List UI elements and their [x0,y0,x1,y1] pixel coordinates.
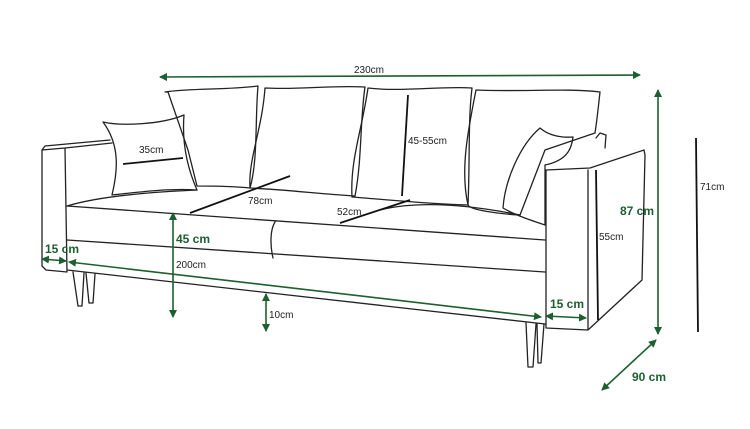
seat-cushion-label: 78cm [248,196,272,207]
back-cushion-4 [464,89,601,216]
seat-height-label: 45 cm [176,232,210,246]
seat-width-label: 200cm [176,260,206,271]
left-arm [41,139,113,273]
pillow-line [122,157,184,165]
back-cushion-2 [249,85,366,197]
leg-back-right [536,323,545,364]
leg-back-left [85,272,96,304]
right-arm-width-arrow [545,312,587,322]
back-height-line [695,137,699,333]
leg-front-left [72,271,85,307]
depth-arrow [601,339,657,391]
leg-height-label: 10cm [269,310,293,321]
arm-height-line [595,169,599,321]
seat-cushions [66,189,546,325]
width-label: 230cm [354,65,384,76]
height-label: 87 cm [620,204,654,218]
right-arm-width-label: 15 cm [550,297,584,311]
seat-depth-line [339,199,411,224]
leg-front-right [525,322,537,368]
dimension-lines [41,71,699,391]
dimension-labels: 230cm 87 cm 71cm 90 cm 55cm 45-55cm 35cm… [45,65,724,384]
back-height-label: 71cm [700,182,724,193]
right-pillow [502,127,574,226]
left-arm-width-arrow [41,255,67,265]
back-cushion-label: 45-55cm [408,136,447,147]
seat-cushion-line [189,175,291,214]
back-cushion-1 [164,85,259,189]
depth-label: 90 cm [632,370,666,384]
seat-width-arrow [68,258,542,321]
back-cushion-line [401,94,409,197]
seat-depth-label: 52cm [337,207,361,218]
width-arrow [159,71,641,81]
left-arm-width-label: 15 cm [45,242,79,256]
pillow-width-label: 35cm [139,145,163,156]
right-arm [545,132,646,331]
arm-height-label: 55cm [599,232,623,243]
sofa-outline [41,85,646,368]
